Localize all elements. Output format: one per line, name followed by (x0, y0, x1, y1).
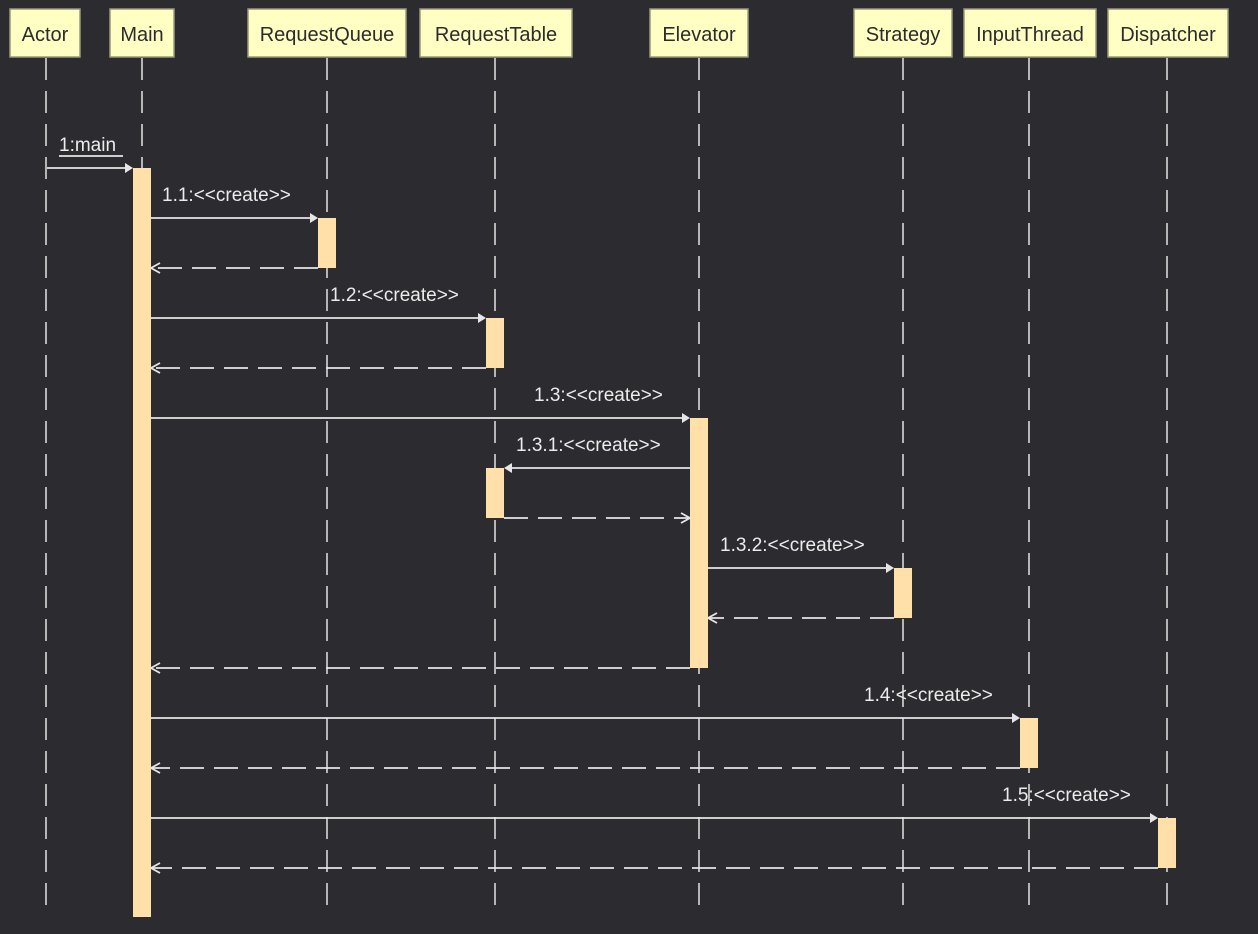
lifeline-label-strategy: Strategy (866, 24, 940, 46)
message-label: 1.3:<<create>> (534, 385, 663, 406)
arrowhead-icon (478, 313, 486, 323)
message-label: 1:main (59, 135, 116, 156)
arrowhead-icon (886, 563, 894, 573)
return-1-3-1 (504, 512, 692, 524)
message-1-3-1-create: 1.3.1:<<create>> (504, 435, 690, 473)
message-1-2-create: 1.2:<<create>> (151, 285, 486, 323)
lifeline-box-requesttable[interactable] (419, 8, 573, 58)
arrowhead-icon (682, 413, 690, 423)
lifeline-box-inputthread[interactable] (963, 8, 1097, 58)
lifeline-label-actor: Actor (22, 24, 69, 46)
lifeline-requesttable: RequestTable (419, 8, 573, 912)
open-arrowhead-icon (149, 262, 161, 274)
open-arrowhead-icon (706, 612, 718, 624)
lifeline-label-requestqueue: RequestQueue (260, 24, 395, 46)
message-label: 1.4:<<create>> (864, 685, 993, 706)
activation-strategy[interactable] (894, 568, 912, 618)
lifeline-strategy: Strategy (853, 8, 953, 912)
message-label: 1.5:<<create>> (1002, 785, 1131, 806)
return-1-1 (149, 262, 318, 274)
lifeline-box-actor[interactable] (9, 8, 81, 58)
message-1-1-create: 1.1:<<create>> (151, 185, 318, 223)
message-1-main: 1:main (47, 135, 133, 173)
message-1-4-create: 1.4:<<create>> (151, 685, 1020, 723)
lifeline-elevator: Elevator (649, 8, 749, 912)
activation-elevator[interactable] (690, 418, 708, 668)
open-arrowhead-icon (149, 662, 161, 674)
arrowhead-icon (1012, 713, 1020, 723)
lifeline-label-elevator: Elevator (662, 24, 736, 46)
lifeline-box-dispatcher[interactable] (1107, 8, 1229, 58)
activation-inputthread[interactable] (1020, 718, 1038, 768)
lifeline-label-dispatcher: Dispatcher (1120, 24, 1216, 46)
arrowhead-icon (504, 463, 512, 473)
lifeline-dispatcher: Dispatcher (1107, 8, 1229, 912)
activation-dispatcher[interactable] (1158, 818, 1176, 868)
lifeline-label-main: Main (120, 24, 163, 46)
message-label: 1.1:<<create>> (162, 185, 291, 206)
return-1-4 (149, 762, 1020, 774)
return-1-3 (149, 662, 690, 674)
activation-requestqueue[interactable] (318, 218, 336, 268)
arrowhead-icon (310, 213, 318, 223)
return-1-2 (149, 362, 486, 374)
lifeline-box-elevator[interactable] (649, 8, 749, 58)
message-1-3-create: 1.3:<<create>> (151, 385, 690, 423)
message-label: 1.2:<<create>> (330, 285, 459, 306)
activation-requesttable-1[interactable] (486, 318, 504, 368)
open-arrowhead-icon (680, 512, 692, 524)
lifeline-inputthread: InputThread (963, 8, 1097, 912)
return-1-5 (149, 862, 1158, 874)
lifeline-box-main[interactable] (109, 8, 175, 58)
open-arrowhead-icon (149, 762, 161, 774)
message-label: 1.3.1:<<create>> (516, 435, 661, 456)
lifeline-label-inputthread: InputThread (976, 24, 1084, 46)
lifeline-box-requestqueue[interactable] (247, 8, 407, 58)
lifeline-box-strategy[interactable] (853, 8, 953, 58)
lifeline-requestqueue: RequestQueue (247, 8, 407, 912)
message-1-3-2-create: 1.3.2:<<create>> (708, 535, 894, 573)
arrowhead-icon (125, 163, 133, 173)
open-arrowhead-icon (149, 362, 161, 374)
return-1-3-2 (706, 612, 894, 624)
arrowhead-icon (1150, 813, 1158, 823)
activation-requesttable-2[interactable] (486, 468, 504, 518)
open-arrowhead-icon (149, 862, 161, 874)
message-1-5-create: 1.5:<<create>> (151, 785, 1158, 823)
activation-main[interactable] (133, 168, 151, 917)
lifeline-actor: Actor (9, 8, 81, 912)
message-label: 1.3.2:<<create>> (720, 535, 865, 556)
lifeline-label-requesttable: RequestTable (435, 24, 557, 46)
